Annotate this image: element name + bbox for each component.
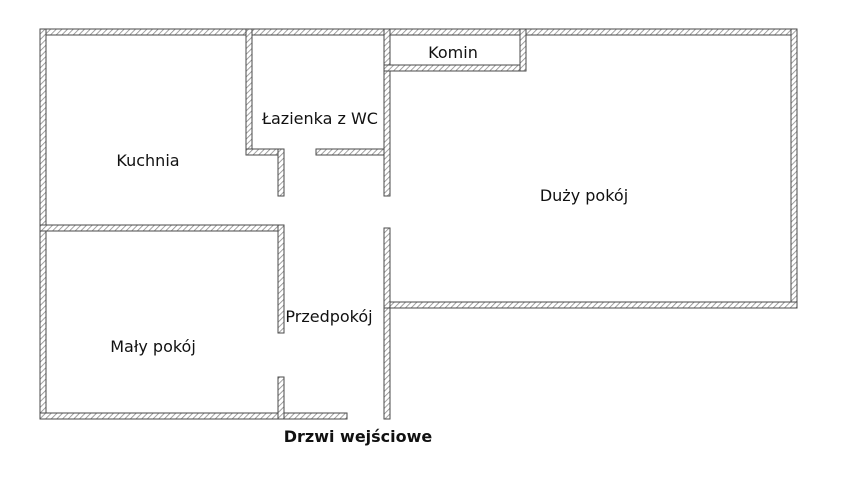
wall-top: [39, 28, 798, 36]
room-label-duzy-pokoj: Duży pokój: [540, 186, 628, 205]
wall-bottom-left: [39, 412, 348, 420]
wall-hall-left-upper: [277, 148, 285, 197]
wall-bathroom-large-room: [383, 28, 391, 197]
wall-hall-left-lower: [277, 376, 285, 420]
chimney: [383, 28, 527, 72]
room-label-lazienka: Łazienka z WC: [261, 109, 378, 128]
room-label-maly-pokoj: Mały pokój: [110, 337, 196, 356]
room-label-komin: Komin: [428, 43, 478, 62]
room-label-kuchnia: Kuchnia: [116, 151, 179, 170]
room-label-przedpokoj: Przedpokój: [285, 307, 372, 326]
wall-bottom-right-room: [387, 301, 798, 309]
wall-hall-left-middle: [277, 224, 285, 334]
wall-bottom-hall-right: [383, 301, 391, 420]
chimney-right-wall: [519, 28, 527, 72]
wall-kitchen-small-room: [39, 224, 285, 232]
outer-walls: [39, 28, 798, 420]
wall-right: [790, 28, 798, 309]
interior-walls: [39, 28, 391, 420]
wall-hall-right: [383, 227, 391, 309]
entrance-label: Drzwi wejściowe: [284, 427, 433, 446]
wall-left: [39, 28, 47, 420]
wall-bathroom-bottom-right: [315, 148, 391, 156]
wall-kitchen-bathroom: [245, 28, 253, 156]
chimney-bottom-wall: [383, 64, 527, 72]
